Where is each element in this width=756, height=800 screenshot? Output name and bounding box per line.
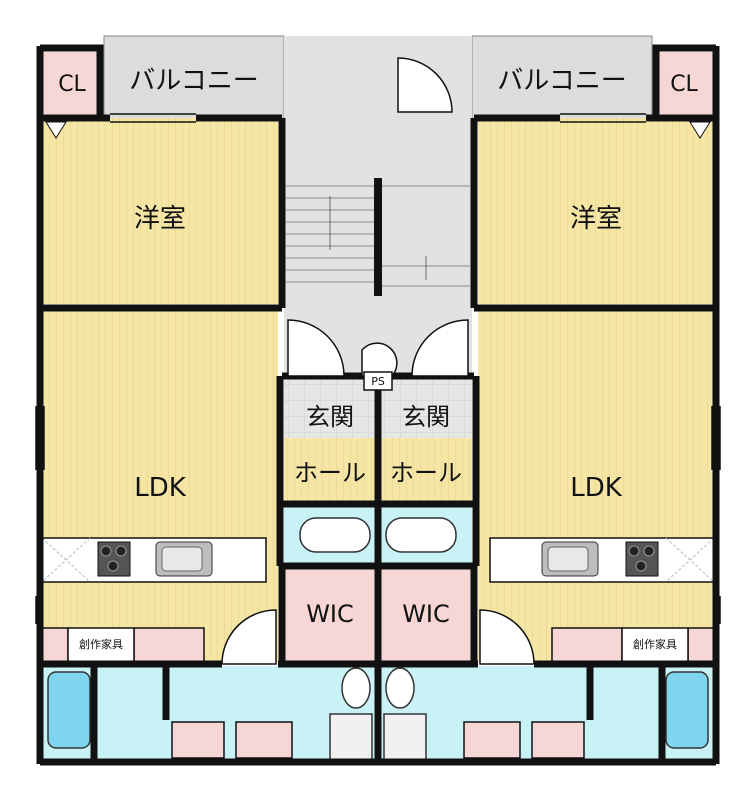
storage-right-a xyxy=(551,627,623,663)
ldk-left-floor xyxy=(42,310,278,662)
toilet-left-icon xyxy=(329,713,373,761)
bathtub-right-icon xyxy=(665,671,709,749)
storage-left-a xyxy=(41,627,69,663)
wic-right-floor xyxy=(380,568,472,662)
storage-bottom-3 xyxy=(463,721,521,759)
custom-furniture-right-box xyxy=(621,627,689,663)
kitchen-right xyxy=(489,537,715,583)
ldk-left-label: LDK xyxy=(134,473,186,503)
hall-left-label: ホール xyxy=(294,458,366,487)
entrance-left-floor xyxy=(284,376,376,438)
pipe-space-shape xyxy=(361,342,398,377)
closet-right-marker xyxy=(689,121,711,139)
closet-left-area xyxy=(42,52,100,118)
custom-furniture-right-label: 創作家具 xyxy=(633,638,677,651)
pipe-space-box xyxy=(363,371,393,391)
vanity-right-icon xyxy=(385,517,457,553)
pipe-space-label: PS xyxy=(371,374,385,388)
walls xyxy=(36,44,720,766)
hall-left-floor xyxy=(284,438,376,502)
balcony-left-area xyxy=(103,35,285,121)
western-room-right-floor xyxy=(478,118,714,304)
wic-left-floor xyxy=(284,568,376,662)
ldk-right-floor xyxy=(478,310,714,662)
windows xyxy=(35,113,721,624)
doors xyxy=(221,57,535,665)
storage-bottom-1 xyxy=(171,721,225,759)
custom-furniture-left-label: 創作家具 xyxy=(79,638,123,651)
washbasin-right-icon xyxy=(385,667,415,709)
closet-left-marker xyxy=(45,121,67,139)
ldk-right-label: LDK xyxy=(570,473,622,503)
western-room-right-label: 洋室 xyxy=(569,203,622,234)
wic-right-label: WIC xyxy=(402,600,450,628)
storage-bottom-2 xyxy=(235,721,293,759)
custom-furniture-left-box xyxy=(67,627,135,663)
balcony-right-label: バルコニー xyxy=(497,65,627,96)
entrance-left-label: 玄関 xyxy=(306,402,354,431)
bathroom-right-floor xyxy=(380,666,662,760)
hall-right-label: ホール xyxy=(390,458,462,487)
western-room-left-floor xyxy=(42,118,278,304)
storage-bottom-4 xyxy=(531,721,585,759)
closet-left-label: CL xyxy=(58,71,86,97)
stairs xyxy=(286,185,470,287)
storage-left-b xyxy=(133,627,205,663)
entrance-right-floor xyxy=(380,376,472,438)
storage-right-b xyxy=(687,627,715,663)
balcony-left-label: バルコニー xyxy=(129,65,259,96)
hall-right-floor xyxy=(380,438,472,502)
bathroom-left-floor xyxy=(94,666,376,760)
western-room-left-label: 洋室 xyxy=(133,203,186,234)
closet-right-label: CL xyxy=(670,71,698,97)
closet-right-area xyxy=(656,52,714,118)
stair-center-wall xyxy=(374,178,382,296)
vanity-left-icon xyxy=(299,517,371,553)
kitchen-left xyxy=(41,537,267,583)
washbasin-left-icon xyxy=(341,667,371,709)
wic-left-label: WIC xyxy=(306,600,354,628)
toilet-right-icon xyxy=(383,713,427,761)
bathtub-left-icon xyxy=(47,671,91,749)
entrance-right-label: 玄関 xyxy=(402,402,450,431)
balcony-right-area xyxy=(471,35,653,121)
